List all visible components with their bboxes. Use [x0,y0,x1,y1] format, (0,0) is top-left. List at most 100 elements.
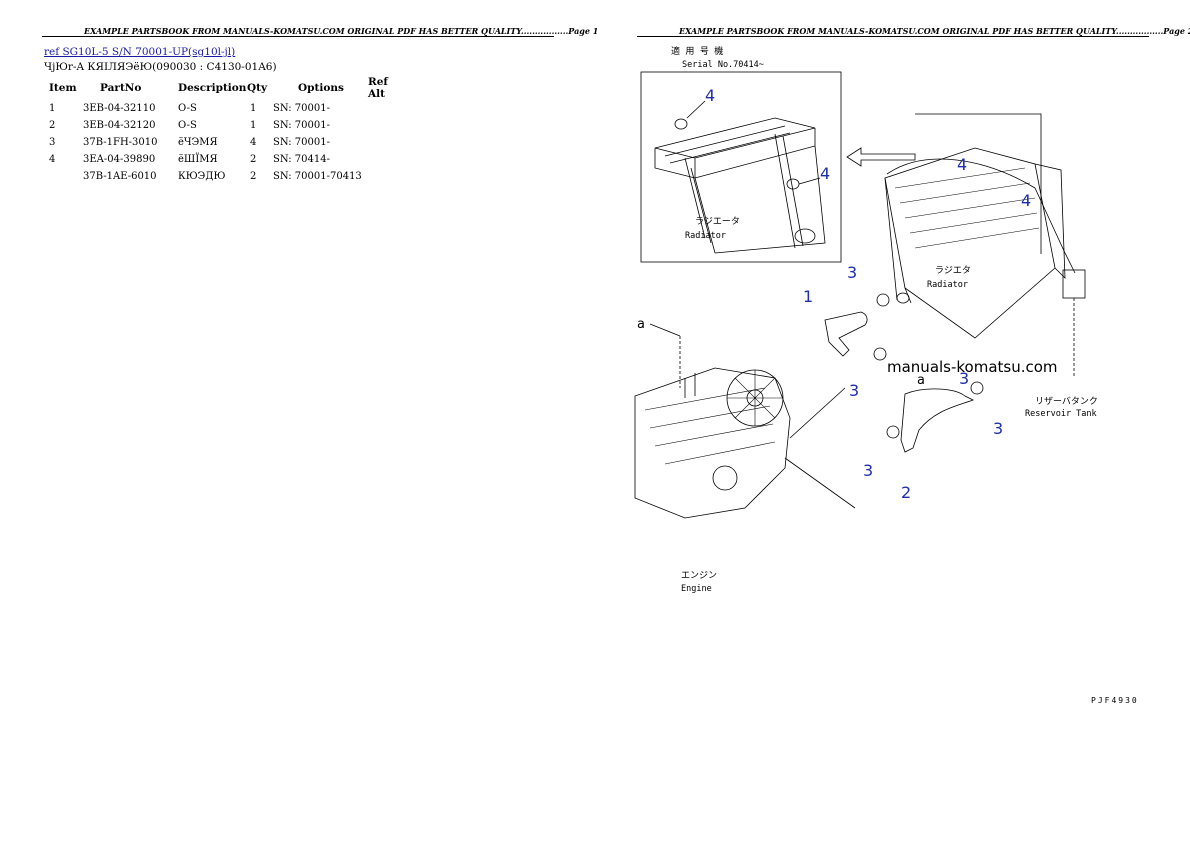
fan-blades [727,370,783,426]
engine-pipe [684,373,696,398]
row-qty: 4 [250,137,257,148]
leader-line [686,100,706,119]
view-arrow-a [649,323,681,337]
engine-leader [784,387,856,509]
inset-radiator-detail [664,125,804,249]
serial-label: Serial No.70414~ [682,60,764,70]
row-options: SN: 70001- [273,103,330,114]
row-item: 1 [49,103,56,114]
table-header-row: Item PartNo Description Qty Options Ref … [44,76,408,100]
row-qty: 1 [250,103,257,114]
serial-jp: 適 用 号 機 [671,45,723,57]
col-item: Item [49,82,77,94]
radiator-fins [894,167,1040,249]
row-qty: 1 [250,120,257,131]
engine-detail [644,387,776,465]
page-header: EXAMPLE PARTSBOOK FROM MANUALS-KOMATSU.C… [679,26,1190,36]
row-partno: 3EB-04-32110 [83,103,156,114]
engine-block [634,367,791,519]
engine-jp: エンジン [681,571,717,581]
reservoir-en: Reservoir Tank [1025,409,1097,419]
leader-line [798,177,821,185]
row-description: ёЧЭМЯ [178,137,218,148]
row-description: ёШЇМЯ [178,154,218,165]
parts-page-1: EXAMPLE PARTSBOOK FROM MANUALS-KOMATSU.C… [42,26,599,185]
row-description: КЮЭДЮ [178,171,226,182]
row-description: O-S [178,103,197,114]
row-options: SN: 70001- [273,120,330,131]
page-header: EXAMPLE PARTSBOOK FROM MANUALS-KOMATSU.C… [84,26,599,36]
row-qty: 2 [250,171,257,182]
row-item: 2 [49,120,56,131]
hose-clamp [886,425,900,439]
col-partno: PartNo [100,82,142,94]
callout-3: 3 [849,381,859,400]
row-options: SN: 70001-70413 [273,171,362,182]
col-description: Description [178,82,247,94]
header-rule [42,36,554,37]
row-item: 3 [49,137,56,148]
row-options: SN: 70414- [273,154,330,165]
parts-page-2: EXAMPLE PARTSBOOK FROM MANUALS-KOMATSU.C… [595,0,1190,842]
header-rule [637,36,1149,37]
view-label-a: a [917,373,925,388]
callout-1: 1 [803,287,813,306]
table-row: 2 3EB-04-32120 O-S 1 SN: 70001- [44,117,408,134]
inset-frame [640,71,842,263]
row-ref-alt [368,100,408,117]
inset-clip-upper [674,118,688,130]
callout-2: 2 [901,483,911,502]
callout-4: 4 [705,86,715,105]
row-item [44,168,83,185]
parts-table: Item PartNo Description Qty Options Ref … [44,76,408,185]
col-qty: Qty [247,82,268,94]
inset-radiator-shape [654,117,816,179]
upper-hose [824,311,868,357]
callout-4: 4 [820,164,830,183]
row-ref-alt [368,134,408,151]
row-partno: 3EB-04-32120 [83,120,156,131]
exploded-parts-diagram: 適 用 号 機 Serial No.70414~ ラジエータ Radiator … [634,45,1137,705]
callout-4: 4 [957,155,967,174]
callout-4: 4 [1021,191,1031,210]
hose-clamp [876,293,890,307]
group-title: ЧјЮr-A КЯІЛЯЭёЮ(090030 : C4130-01A6) [44,61,277,73]
row-options: SN: 70001- [273,137,330,148]
reservoir-jp: リザーバタンク [1035,396,1098,407]
view-label-a: a [637,317,645,332]
radiator-inset-jp: ラジエータ [695,216,740,227]
engine-pulley [712,465,738,491]
inset-clip-lower [786,178,800,190]
col-ref-alt: Ref Alt [368,76,388,100]
row-partno: 37B-1FH-3010 [83,137,158,148]
row-partno: 37B-1AE-6010 [83,171,157,182]
reservoir-tank [1062,269,1086,299]
table-row: 37B-1AE-6010 КЮЭДЮ 2 SN: 70001-70413 [44,168,408,185]
table-row: 4 3EA-04-39890 ёШЇМЯ 2 SN: 70414- [44,151,408,168]
overflow-hose [886,158,1076,274]
detail-frame [915,113,1042,254]
radiator-jp: ラジエタ [935,265,971,276]
engine-en: Engine [681,584,712,594]
direction-arrow [846,147,916,167]
radiator-frame [884,163,1066,304]
table-row: 3 37B-1FH-3010 ёЧЭМЯ 4 SN: 70001- [44,134,408,151]
row-qty: 2 [250,154,257,165]
row-description: O-S [178,120,197,131]
radiator-inset-en: Radiator [685,231,726,241]
callout-3: 3 [847,263,857,282]
radiator-en: Radiator [927,280,968,290]
inset-cap [794,228,816,244]
row-partno: 3EA-04-39890 [83,154,156,165]
row-ref-alt [368,168,408,185]
hose-clamp [873,347,887,361]
row-ref-alt [368,117,408,134]
hose-clamp [970,381,984,395]
row-ref-alt [368,151,408,168]
ref-link[interactable]: ref SG10L-5 S/N 70001-UP(sg10l-jl) [44,46,236,58]
radiator-outlet [896,292,910,304]
callout-3: 3 [993,419,1003,438]
callout-3: 3 [863,461,873,480]
watermark: manuals-komatsu.com [887,358,1058,376]
lower-hose [900,388,974,453]
